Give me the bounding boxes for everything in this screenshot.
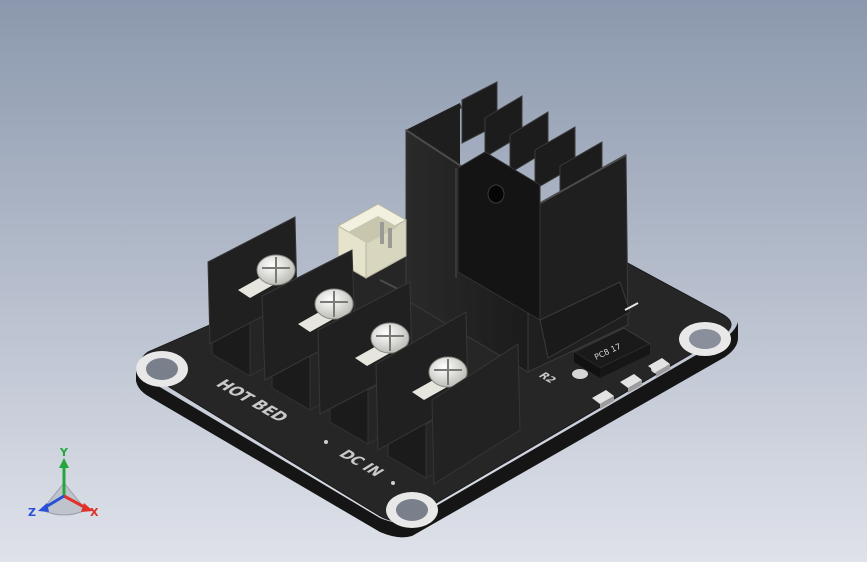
x-axis-arrow bbox=[63, 494, 87, 510]
smd-resistor bbox=[592, 390, 614, 409]
mounting-hole bbox=[386, 492, 438, 528]
x-axis-label: X bbox=[90, 506, 99, 519]
mounting-hole bbox=[679, 322, 731, 356]
mosfet-mount-hole bbox=[487, 184, 505, 204]
axis-triad[interactable]: Y X Z bbox=[28, 446, 99, 519]
mounting-hole bbox=[136, 351, 188, 387]
z-axis-label: Z bbox=[28, 506, 36, 519]
silkscreen-dot bbox=[324, 440, 328, 444]
connector-pin bbox=[388, 228, 392, 248]
silkscreen-dot bbox=[391, 481, 395, 485]
terminal-front-wall bbox=[431, 343, 521, 485]
smd-resistor bbox=[648, 358, 670, 377]
connector-pin bbox=[380, 222, 384, 244]
mosfet bbox=[457, 151, 541, 321]
smd-resistor bbox=[620, 374, 642, 393]
chip-pad bbox=[572, 369, 588, 379]
y-axis-label: Y bbox=[59, 446, 69, 459]
heatsink bbox=[405, 81, 639, 373]
